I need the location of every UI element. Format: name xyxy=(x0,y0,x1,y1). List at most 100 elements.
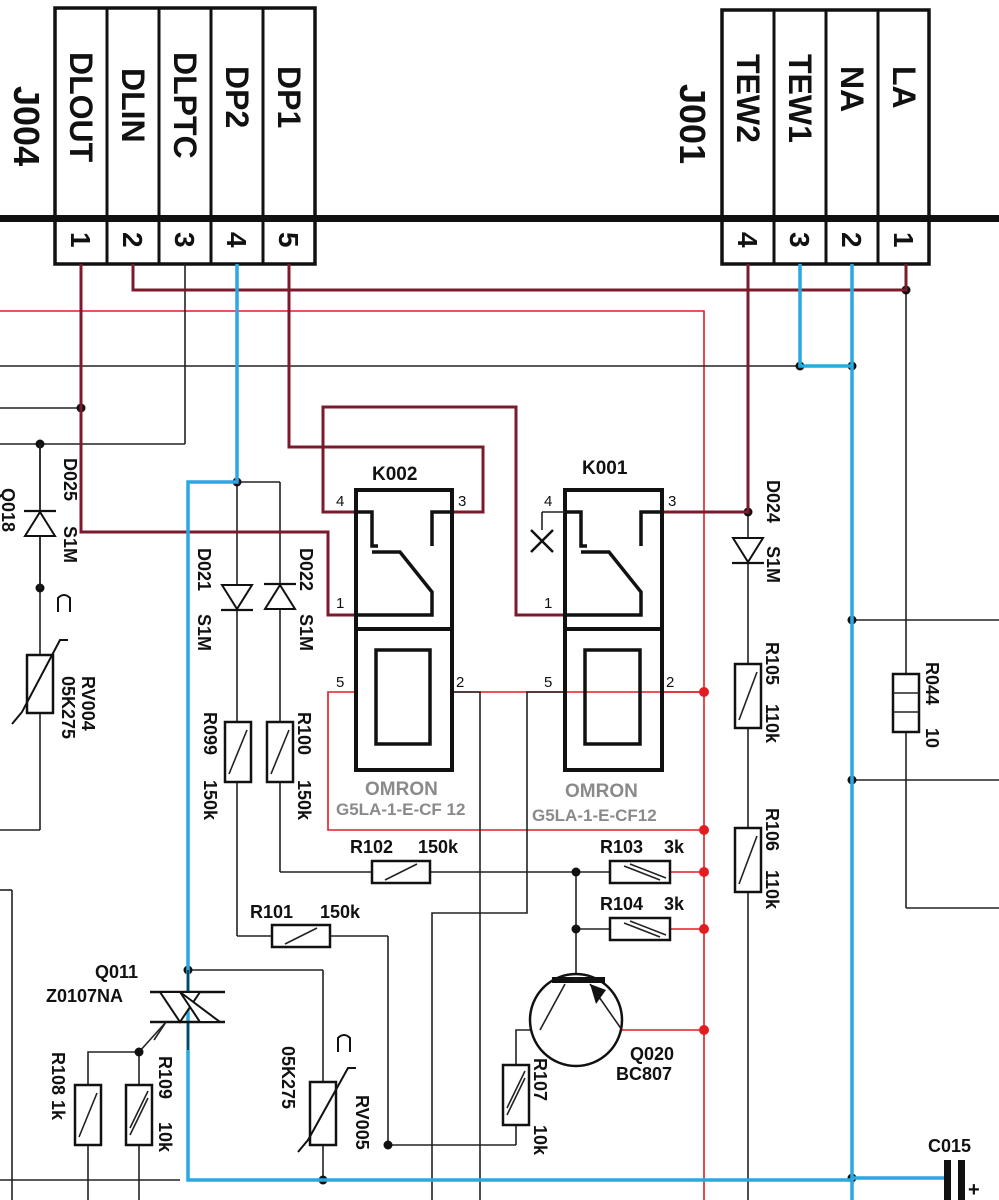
k001-pin: 3 xyxy=(668,493,676,510)
svg-text:D024: D024 xyxy=(763,480,783,523)
svg-text:Q011: Q011 xyxy=(95,962,138,982)
svg-text:150k: 150k xyxy=(418,837,459,857)
resistor-r044: R044 10 xyxy=(891,662,942,748)
k002-pin: 4 xyxy=(336,493,344,510)
resistor-r103: R103 3k xyxy=(600,837,685,885)
j001-ref: J001 xyxy=(672,84,713,164)
svg-text:+: + xyxy=(968,1179,980,1200)
k002-pin: 2 xyxy=(456,674,464,691)
connector-j001: J001 TEW2 TEW1 NA LA 4 3 2 1 xyxy=(672,8,931,266)
svg-text:R102: R102 xyxy=(350,837,393,857)
red-junctions xyxy=(699,687,709,1035)
svg-text:S1M: S1M xyxy=(763,546,783,583)
diode-d022: D022 S1M xyxy=(262,548,316,651)
j001-pin-number: 1 xyxy=(888,232,919,248)
resistor-r102: R102 150k xyxy=(350,837,459,885)
resistor-r100: R100 150k xyxy=(265,712,314,821)
j001-pin-number: 2 xyxy=(836,232,867,248)
resistor-r105: R105 110k xyxy=(733,642,782,744)
k002-pin: 1 xyxy=(336,595,344,612)
svg-text:C015: C015 xyxy=(928,1136,971,1156)
k002-pin: 5 xyxy=(336,674,344,691)
k001-pin: 1 xyxy=(544,595,552,612)
diode-d021: D021 S1M xyxy=(194,548,255,651)
svg-text:05K275: 05K275 xyxy=(278,1046,298,1109)
no-connect-icon xyxy=(530,511,565,553)
svg-text:Z0107NA: Z0107NA xyxy=(46,986,123,1006)
transistor-q020: Q020 BC807 xyxy=(528,972,674,1084)
black-wires xyxy=(0,264,999,1200)
svg-text:Q020: Q020 xyxy=(630,1044,674,1064)
relay-k001: K001 4 3 1 5 2 OMRON G5LA-1-E-CF12 xyxy=(530,458,676,825)
svg-text:150k: 150k xyxy=(294,780,314,821)
svg-text:D025: D025 xyxy=(60,458,80,501)
svg-text:RV005: RV005 xyxy=(352,1095,372,1150)
svg-text:S1M: S1M xyxy=(296,614,316,651)
svg-text:R101: R101 xyxy=(250,902,293,922)
j004-pin-number: 2 xyxy=(117,232,148,248)
varistor-rv004: RV004 05K275 xyxy=(11,594,98,739)
diode-d025: D025 S1M Q018 xyxy=(0,444,80,588)
svg-text:R103: R103 xyxy=(600,837,643,857)
svg-text:S1M: S1M xyxy=(60,526,80,563)
svg-text:10k: 10k xyxy=(155,1122,175,1153)
relay-k002: K002 4 3 1 5 2 OMRON G5LA-1-E-CF 12 xyxy=(336,464,466,819)
j004-pin-number: 5 xyxy=(273,232,304,248)
svg-text:110k: 110k xyxy=(762,704,782,744)
svg-text:R044: R044 xyxy=(922,662,942,705)
svg-text:3k: 3k xyxy=(664,894,685,914)
diode-d024: D024 S1M xyxy=(730,480,783,583)
j004-pin-name: DP2 xyxy=(219,66,255,128)
k001-ref: K001 xyxy=(582,458,628,479)
svg-text:R100: R100 xyxy=(294,712,314,755)
varistor-rv005: RV005 05K275 xyxy=(278,1034,372,1153)
k002-pin: 3 xyxy=(458,493,466,510)
resistor-r107: R107 10k xyxy=(501,1058,550,1156)
j001-pin-name: LA xyxy=(886,66,922,109)
j004-ref: J004 xyxy=(6,86,47,166)
j004-pin-number: 4 xyxy=(221,232,252,248)
resistor-r101: R101 150k xyxy=(250,902,361,949)
svg-text:R107: R107 xyxy=(530,1058,550,1101)
j001-pin-name: NA xyxy=(834,66,870,112)
blue-wires xyxy=(186,264,854,1200)
j001-pin-name: TEW2 xyxy=(730,54,766,143)
j001-pin-name: TEW1 xyxy=(782,54,818,143)
j001-pin-number: 3 xyxy=(784,232,815,248)
resistor-r108: R108 1k xyxy=(48,1052,103,1147)
j004-pin-name: DLIN xyxy=(115,68,151,143)
svg-text:R109: R109 xyxy=(155,1056,175,1099)
maroon-wires xyxy=(79,264,908,617)
k002-maker: OMRON xyxy=(365,779,438,800)
k001-pin: 4 xyxy=(544,493,552,510)
svg-text:D021: D021 xyxy=(194,548,214,591)
svg-text:R105: R105 xyxy=(762,642,782,685)
k002-ref: K002 xyxy=(372,464,417,485)
q018-ref: Q018 xyxy=(0,488,18,532)
resistor-r106: R106 110k xyxy=(733,808,782,910)
svg-text:BC807: BC807 xyxy=(616,1064,672,1084)
j004-pin-name: DLOUT xyxy=(63,52,99,163)
svg-text:R108: R108 xyxy=(48,1052,68,1095)
k002-part: G5LA-1-E-CF 12 xyxy=(336,800,465,819)
j004-pin-name: DLPTC xyxy=(167,52,203,159)
j004-pin-number: 1 xyxy=(65,232,96,248)
k001-pin: 2 xyxy=(666,674,674,691)
svg-text:150k: 150k xyxy=(320,902,361,922)
svg-text:150k: 150k xyxy=(200,780,220,821)
svg-text:S1M: S1M xyxy=(194,614,214,651)
svg-text:3k: 3k xyxy=(664,837,685,857)
k001-pin: 5 xyxy=(544,674,552,691)
resistor-r099: R099 150k xyxy=(200,712,253,821)
resistor-r104: R104 3k xyxy=(600,894,685,942)
k001-maker: OMRON xyxy=(565,781,638,802)
main-bus-bar xyxy=(0,215,999,222)
j001-pin-number: 4 xyxy=(732,232,763,248)
svg-text:R106: R106 xyxy=(762,808,782,851)
svg-text:RV004: RV004 xyxy=(78,676,98,731)
capacitor-c015: C015 + xyxy=(852,1136,980,1200)
k001-part: G5LA-1-E-CF12 xyxy=(532,806,657,825)
svg-text:R104: R104 xyxy=(600,894,643,914)
svg-text:R099: R099 xyxy=(200,712,220,755)
